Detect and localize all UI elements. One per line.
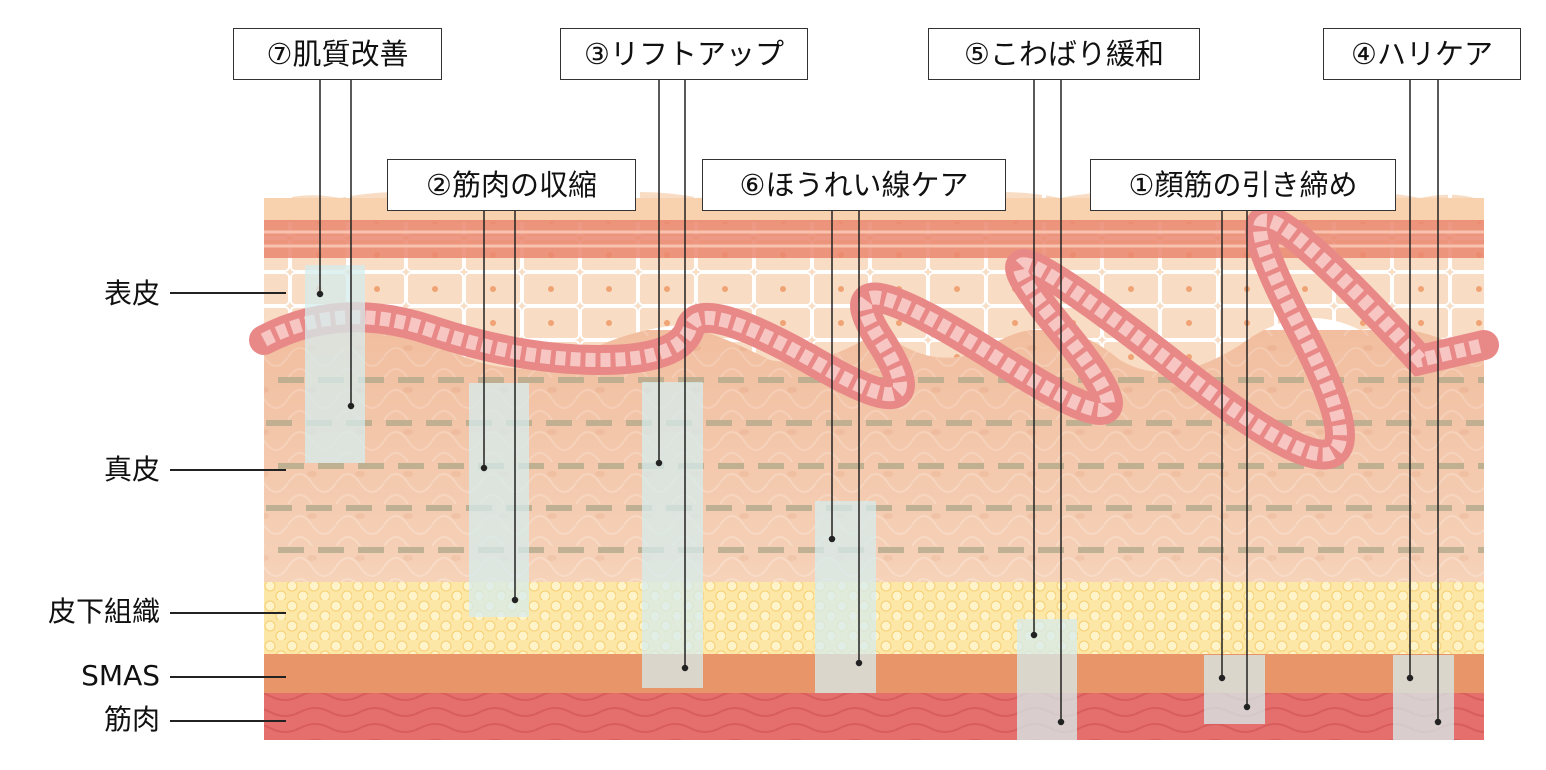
callout-lift-up: ③リフトアップ [560,28,808,80]
callout-facial-tightening: ①顔筋の引き締め [1090,159,1396,211]
callout-nasolabial-care: ⑥ほうれい線ケア [702,159,1006,211]
leader-dermis [170,469,286,471]
label-muscle: 筋肉 [103,703,160,736]
label-smas: SMAS [81,659,160,692]
muscle-layer [264,692,1484,740]
label-dermis: 真皮 [103,453,160,486]
effect-beams [305,265,1454,740]
pointer-lines [316,80,1442,726]
label-epidermis: 表皮 [103,277,160,310]
leader-smas [170,676,286,678]
callout-stiffness-relief: ⑤こわばり緩和 [928,28,1200,80]
callout-skin-quality: ⑦肌質改善 [233,28,442,80]
leader-muscle [170,720,286,722]
leader-epidermis [170,292,286,294]
callout-muscle-contraction: ②筋肉の収縮 [387,159,636,211]
label-subcutaneous: 皮下組織 [47,595,160,628]
callout-firmness-care: ④ハリケア [1323,28,1521,80]
leader-subcutaneous [170,612,286,614]
